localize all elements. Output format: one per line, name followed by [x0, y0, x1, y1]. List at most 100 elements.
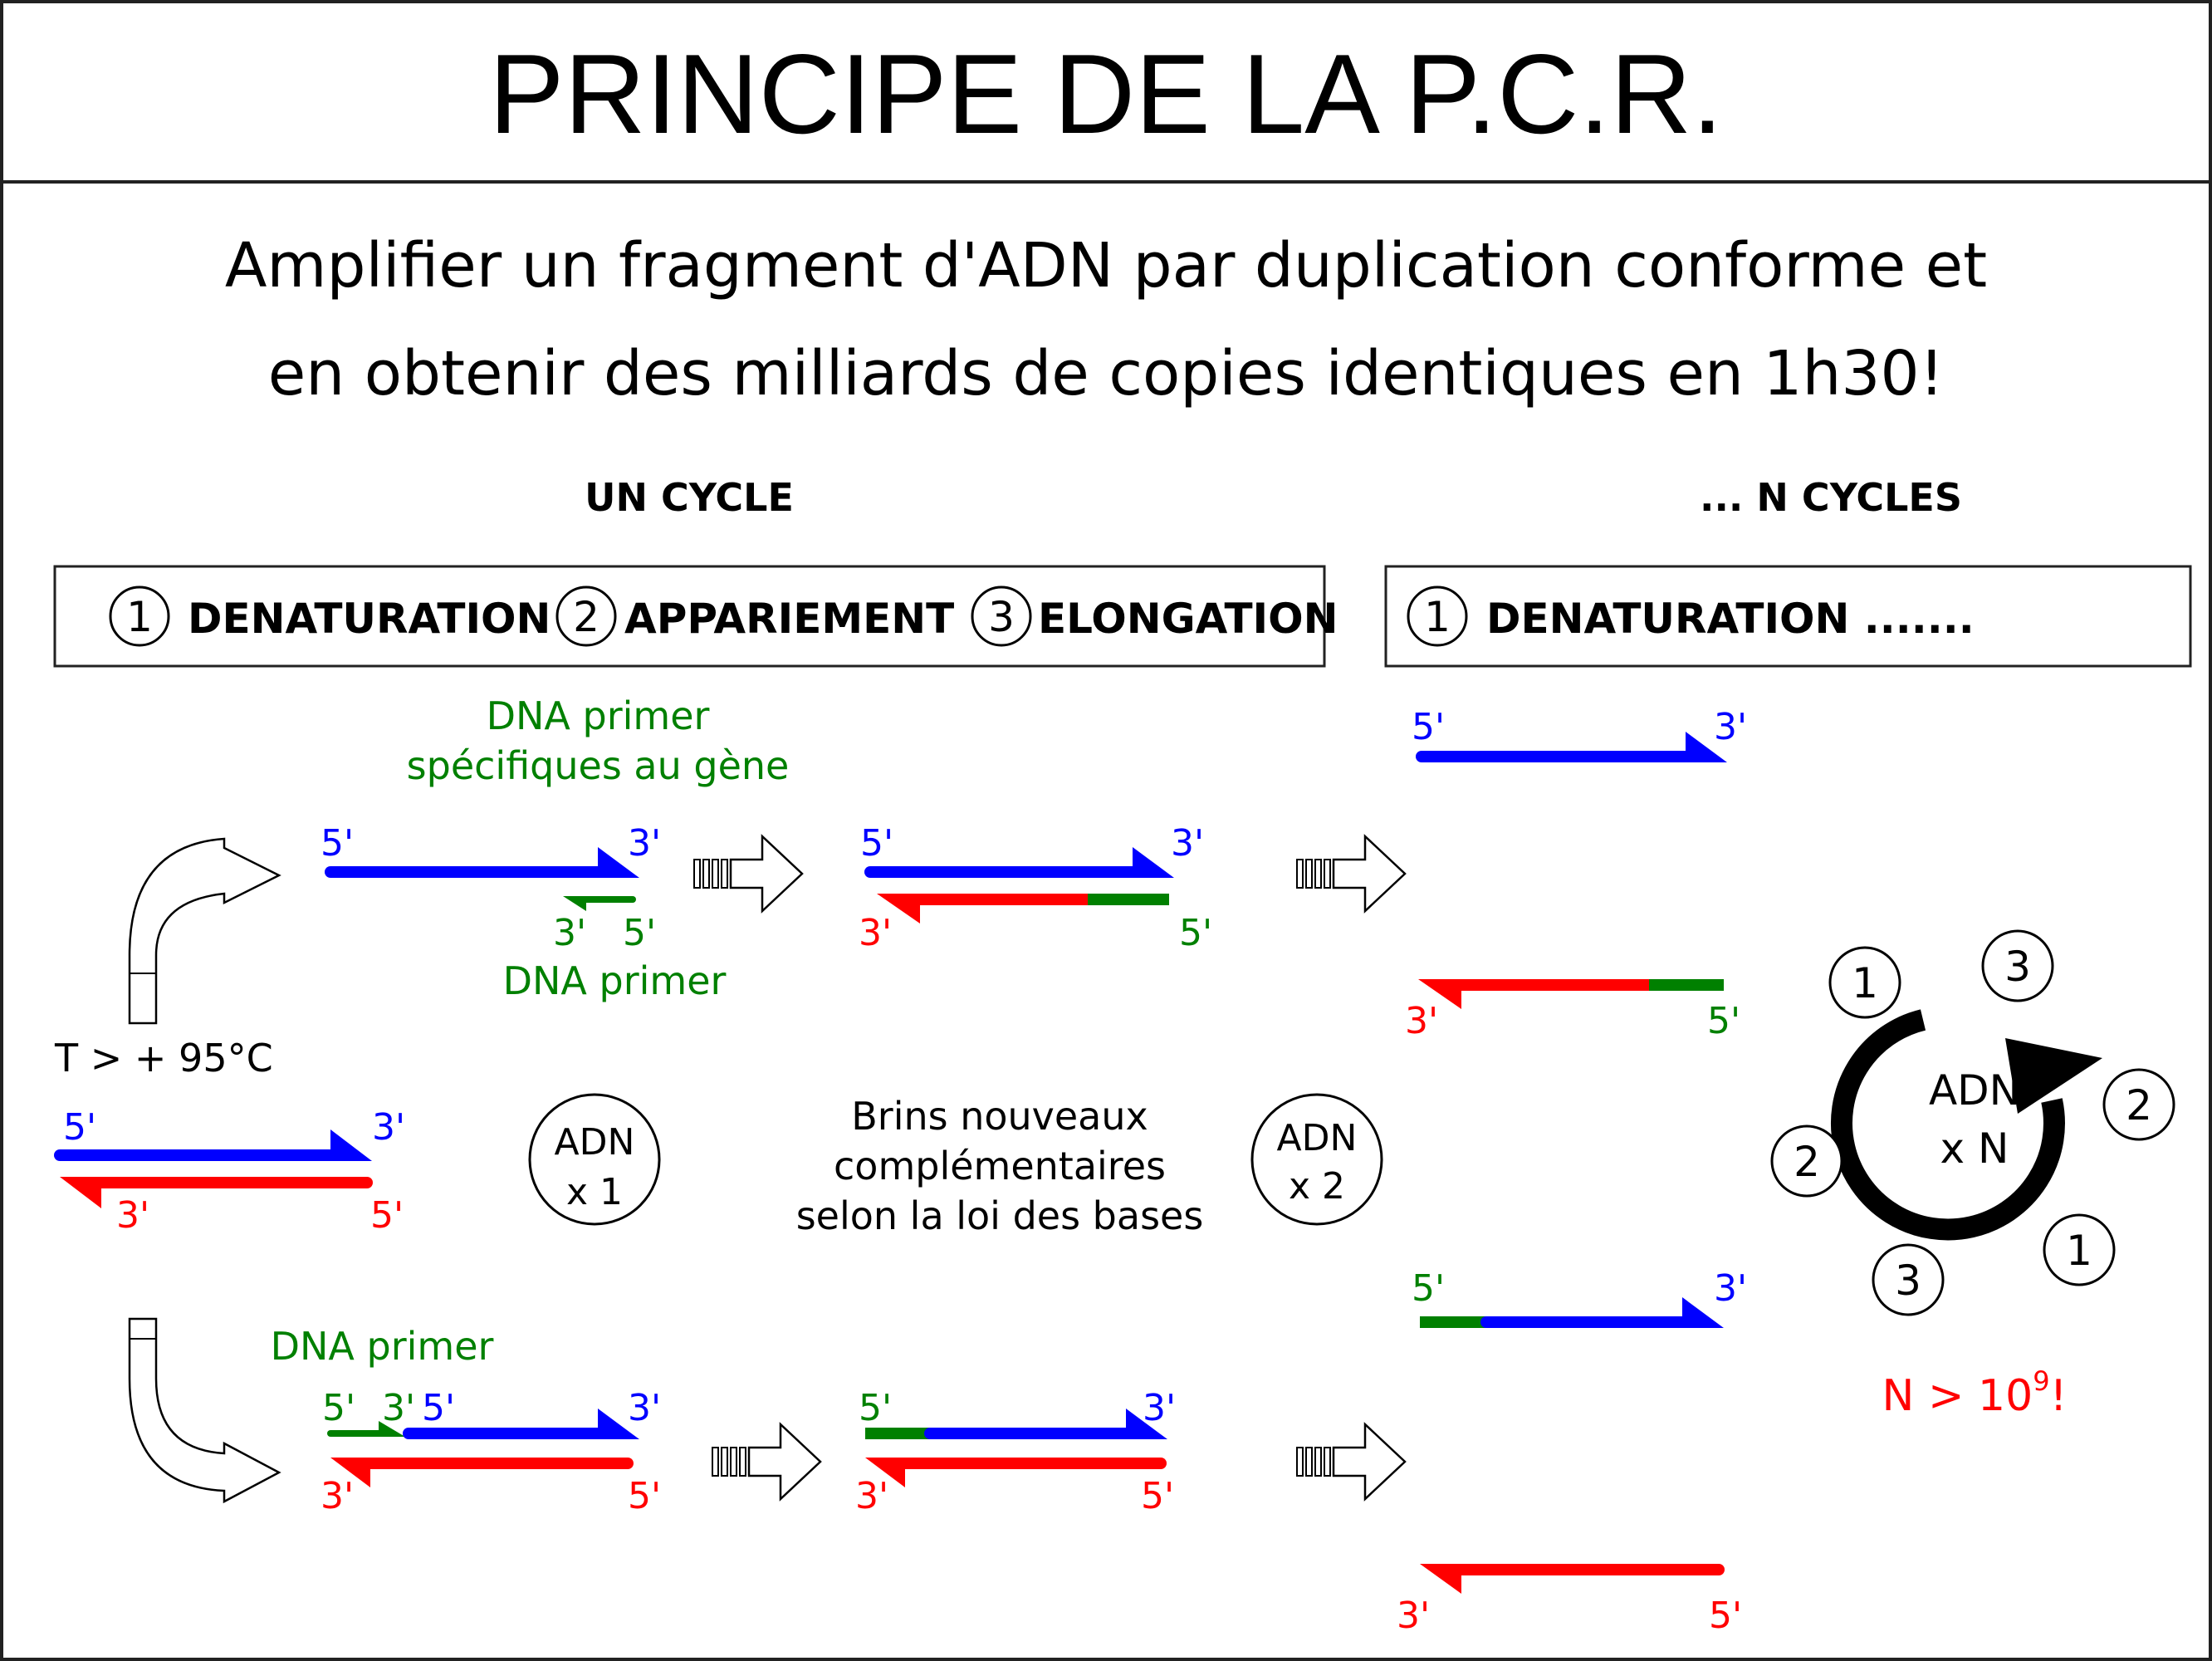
- cycle-badge-circle: [1981, 929, 2054, 1002]
- new-strands-line-2: complémentaires: [834, 1144, 1166, 1188]
- primer-specific-line-2: spécifiques au gène: [407, 743, 790, 788]
- top-elong-red-head: [877, 894, 920, 924]
- step-3-number: 3: [988, 593, 1015, 641]
- cycle-badge-number: 1: [2066, 1227, 2092, 1275]
- cycle-badge-circle: [1770, 1124, 1843, 1198]
- top-hollow-arrow-2: [1295, 835, 1407, 913]
- initial-blue-strand-head: [330, 1129, 372, 1161]
- step-1-label: DENATURATION: [188, 595, 551, 643]
- adn-x2-circle: [1250, 1093, 1383, 1226]
- new-strands-line-3: selon la loi des bases: [796, 1193, 1204, 1238]
- step-1-badge: [109, 586, 170, 647]
- section-one-cycle: UN CYCLE: [585, 475, 794, 520]
- bottom-elong-green-5prime: 5': [859, 1387, 892, 1429]
- bottom-elong-blue-head: [1126, 1409, 1167, 1439]
- ncycle-step-number: 1: [1424, 593, 1451, 641]
- top-blue-3prime: 3': [628, 822, 661, 865]
- right-strand-2-head: [1418, 979, 1461, 1009]
- cycle-wheel-ring: [1830, 1009, 2065, 1241]
- page-title: PRINCIPE DE LA P.C.R.: [489, 31, 1723, 157]
- ncycle-step-badge: [1407, 586, 1468, 647]
- bottom-primer-label: DNA primer: [271, 1324, 494, 1369]
- step-2-label: APPARIEMENT: [624, 595, 954, 643]
- bottom-blue-5prime: 5': [422, 1387, 455, 1429]
- cycle-badge-circle: [2102, 1068, 2175, 1141]
- ncycles-box: [1384, 565, 2192, 668]
- step-2-badge: [555, 586, 617, 647]
- right-strand-1-3prime: 3': [1714, 706, 1747, 748]
- bottom-primer-head: [379, 1421, 405, 1437]
- n-result: N > 109!: [1882, 1365, 2068, 1421]
- step-1-number: 1: [126, 593, 153, 641]
- new-strands-line-1: Brins nouveaux: [851, 1094, 1148, 1139]
- bottom-red-head: [330, 1458, 370, 1487]
- right-strand-3-3prime: 3': [1714, 1267, 1747, 1310]
- right-strand-3-5prime: 5': [1412, 1267, 1445, 1310]
- step-3-label: ELONGATION: [1038, 595, 1338, 643]
- initial-blue-5prime: 5': [63, 1106, 96, 1149]
- top-elong-red-3prime: 3': [859, 912, 892, 954]
- bottom-elong-red-5prime: 5': [1141, 1475, 1174, 1517]
- adn-x1-label: ADN: [555, 1121, 635, 1164]
- cycle-badge-circle: [1828, 946, 1901, 1019]
- bottom-primer-3prime: 3': [382, 1387, 415, 1429]
- adn-x2-label: ADN: [1277, 1117, 1358, 1159]
- top-elong-5prime: 5': [860, 822, 893, 865]
- cycle-wheel-xn: x N: [1940, 1124, 2009, 1173]
- subtitle-line-1: Amplifier un fragment d'ADN par duplicat…: [225, 230, 1987, 301]
- cycle-badge-number: 3: [2004, 943, 2031, 991]
- section-n-cycles: ... N CYCLES: [1700, 475, 1962, 520]
- curved-arrow-down: [128, 1317, 281, 1504]
- step-2-number: 2: [573, 593, 599, 641]
- right-strand-4-3prime: 3': [1397, 1595, 1430, 1637]
- bottom-blue-3prime: 3': [628, 1387, 661, 1429]
- cycle-wheel-arrowhead: [2005, 1038, 2102, 1114]
- top-elong-green-5prime: 5': [1179, 912, 1212, 954]
- step-3-badge: [971, 586, 1032, 647]
- top-elong-blue-head: [1133, 847, 1174, 878]
- curved-arrow-up: [128, 837, 281, 1025]
- steps-box: [53, 565, 1326, 668]
- bottom-blue-head: [598, 1409, 639, 1439]
- top-primer-head: [563, 896, 586, 911]
- subtitle-line-2: en obtenir des milliards de copies ident…: [268, 338, 1944, 409]
- cycle-badge-number: 1: [1852, 959, 1878, 1007]
- cycle-badge-circle: [1872, 1243, 1945, 1316]
- initial-red-3prime: 3': [116, 1194, 149, 1237]
- right-strand-1-5prime: 5': [1412, 706, 1445, 748]
- cycle-badge-circle: [2043, 1213, 2116, 1286]
- right-strand-1-head: [1686, 732, 1727, 762]
- bottom-elong-red-head: [865, 1458, 905, 1487]
- right-strand-3-head: [1682, 1297, 1724, 1328]
- right-strand-2-3prime: 3': [1405, 1000, 1438, 1042]
- adn-x2-count: x 2: [1289, 1165, 1345, 1208]
- bottom-red-5prime: 5': [628, 1475, 661, 1517]
- primer-specific-line-1: DNA primer: [487, 693, 710, 738]
- right-strand-4-head: [1420, 1564, 1461, 1594]
- right-strand-2-5prime: 5': [1707, 1000, 1740, 1042]
- top-blue-5prime: 5': [321, 822, 354, 865]
- initial-blue-3prime: 3': [372, 1106, 405, 1149]
- bottom-primer-5prime: 5': [322, 1387, 355, 1429]
- cycle-badge-number: 3: [1895, 1257, 1921, 1305]
- top-primer-5prime: 5': [623, 912, 656, 954]
- bottom-hollow-arrow-1: [711, 1423, 822, 1501]
- adn-x1-circle: [528, 1093, 661, 1226]
- bottom-red-3prime: 3': [321, 1475, 354, 1517]
- ncycle-step-label: DENATURATION .......: [1486, 595, 1975, 643]
- cycle-badge-number: 2: [1794, 1138, 1820, 1186]
- bottom-elong-red-3prime: 3': [855, 1475, 888, 1517]
- initial-red-5prime: 5': [370, 1194, 404, 1237]
- top-primer-3prime: 3': [553, 912, 586, 954]
- top-elong-3prime: 3': [1171, 822, 1204, 865]
- bottom-elong-blue-3prime: 3': [1143, 1387, 1176, 1429]
- top-blue-strand-head: [598, 847, 639, 878]
- adn-x1-count: x 1: [566, 1171, 623, 1213]
- top-primer-label: DNA primer: [503, 958, 727, 1003]
- top-hollow-arrow-1: [692, 835, 804, 913]
- cycle-badge-number: 2: [2126, 1081, 2152, 1129]
- right-strand-4-5prime: 5': [1709, 1595, 1742, 1637]
- cycle-wheel-adn: ADN: [1929, 1066, 2020, 1115]
